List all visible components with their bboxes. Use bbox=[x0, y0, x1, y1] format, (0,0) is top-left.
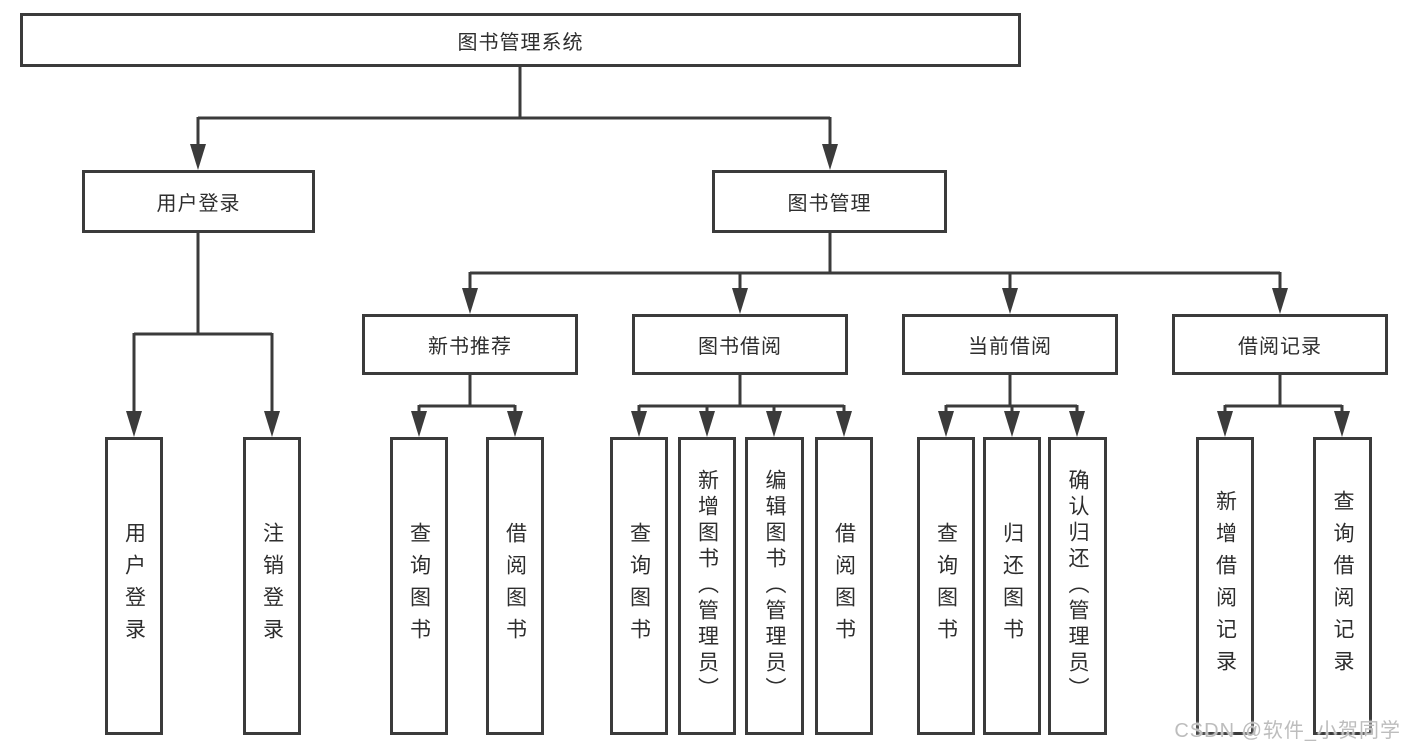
node-label: 查询图书 bbox=[627, 522, 651, 650]
branch-book-management bbox=[462, 233, 1288, 314]
node-label: 新增借阅记录 bbox=[1213, 490, 1237, 682]
node-new-book-recommend: 新书推荐 bbox=[362, 314, 578, 375]
node-current-borrow: 当前借阅 bbox=[902, 314, 1118, 375]
node-leaf-add-book-admin: 新增图书（管理员） bbox=[678, 437, 736, 735]
node-leaf-query-book-2: 查询图书 bbox=[610, 437, 668, 735]
node-label: 归还图书 bbox=[1000, 522, 1024, 650]
arrow-down-icon bbox=[264, 411, 280, 437]
node-leaf-query-book-1: 查询图书 bbox=[390, 437, 448, 735]
node-leaf-borrow-book-1: 借阅图书 bbox=[486, 437, 544, 735]
branch-user-login bbox=[126, 233, 280, 437]
arrow-down-icon bbox=[190, 144, 206, 170]
arrow-down-icon bbox=[1272, 288, 1288, 314]
node-user-login: 用户登录 bbox=[82, 170, 315, 233]
node-book-management: 图书管理 bbox=[712, 170, 947, 233]
node-leaf-user-login: 用户登录 bbox=[105, 437, 163, 735]
node-label: 查询图书 bbox=[407, 522, 431, 650]
node-root-library-system: 图书管理系统 bbox=[20, 13, 1021, 67]
arrow-down-icon bbox=[126, 411, 142, 437]
arrow-down-icon bbox=[1334, 411, 1350, 437]
csdn-watermark: CSDN @软件_小贺同学 bbox=[1174, 720, 1401, 742]
arrow-down-icon bbox=[938, 411, 954, 437]
arrow-down-icon bbox=[836, 411, 852, 437]
arrow-down-icon bbox=[766, 411, 782, 437]
node-book-borrow: 图书借阅 bbox=[632, 314, 848, 375]
node-label: 确认归还（管理员） bbox=[1066, 469, 1089, 703]
node-leaf-confirm-return-admin: 确认归还（管理员） bbox=[1048, 437, 1107, 735]
arrow-down-icon bbox=[1004, 411, 1020, 437]
node-label: 查询借阅记录 bbox=[1331, 490, 1354, 682]
arrow-down-icon bbox=[507, 411, 523, 437]
node-label: 注销登录 bbox=[260, 522, 284, 650]
node-leaf-query-borrow-record: 查询借阅记录 bbox=[1313, 437, 1372, 735]
branch-current-borrow bbox=[938, 375, 1085, 437]
arrow-down-icon bbox=[1217, 411, 1233, 437]
node-label: 用户登录 bbox=[122, 522, 146, 650]
node-leaf-borrow-book-2: 借阅图书 bbox=[815, 437, 873, 735]
arrow-down-icon bbox=[631, 411, 647, 437]
branch-borrow-record bbox=[1217, 375, 1350, 437]
node-borrow-record: 借阅记录 bbox=[1172, 314, 1388, 375]
node-label: 借阅图书 bbox=[832, 522, 856, 650]
arrow-down-icon bbox=[411, 411, 427, 437]
arrow-down-icon bbox=[462, 288, 478, 314]
arrow-down-icon bbox=[699, 411, 715, 437]
arrow-down-icon bbox=[822, 144, 838, 170]
arrow-down-icon bbox=[1002, 288, 1018, 314]
node-label: 借阅图书 bbox=[503, 522, 527, 650]
branch-root bbox=[190, 67, 838, 170]
node-label: 新增图书（管理员） bbox=[695, 469, 719, 703]
node-leaf-edit-book-admin: 编辑图书（管理员） bbox=[745, 437, 804, 735]
arrow-down-icon bbox=[732, 288, 748, 314]
branch-book-borrow bbox=[631, 375, 852, 437]
node-leaf-return-book: 归还图书 bbox=[983, 437, 1041, 735]
node-leaf-query-book-3: 查询图书 bbox=[917, 437, 975, 735]
arrow-down-icon bbox=[1069, 411, 1085, 437]
branch-new-book-recommend bbox=[411, 375, 523, 437]
node-label: 查询图书 bbox=[934, 522, 958, 650]
node-leaf-logout: 注销登录 bbox=[243, 437, 301, 735]
node-leaf-add-borrow-record: 新增借阅记录 bbox=[1196, 437, 1254, 735]
node-label: 编辑图书（管理员） bbox=[763, 469, 786, 703]
